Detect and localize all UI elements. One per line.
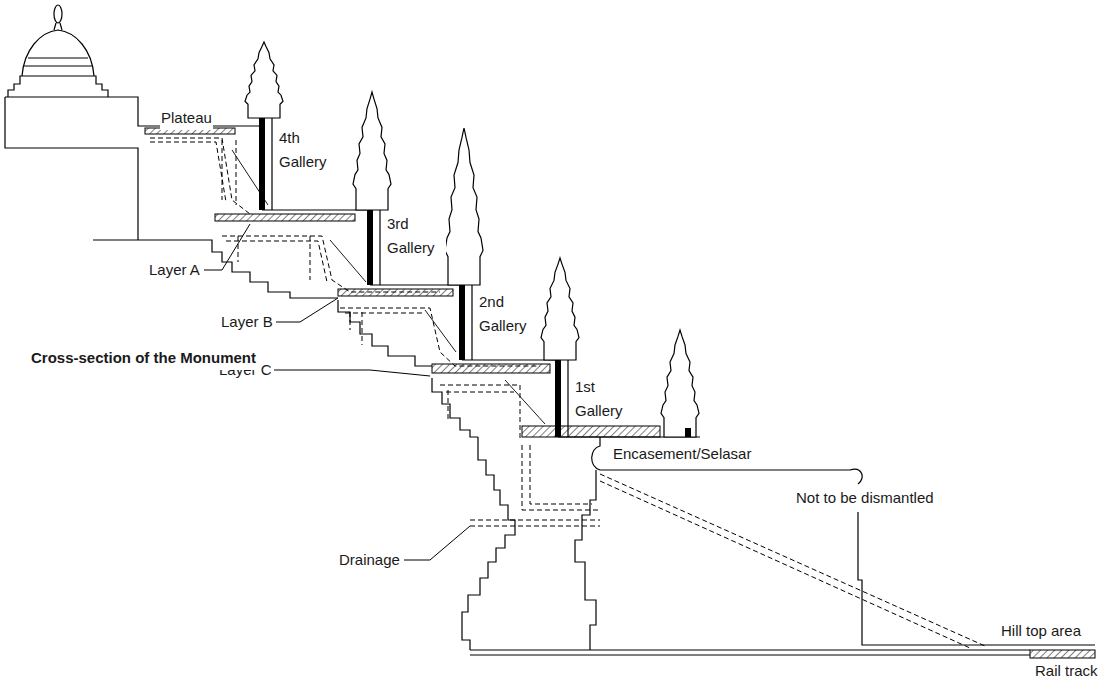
leader-line	[274, 370, 430, 376]
leader-line	[276, 298, 338, 322]
hill-top-outline	[858, 512, 1095, 645]
incline-track	[470, 650, 1030, 655]
label-slot: Not to be dismantled	[795, 486, 935, 510]
gallery-wall	[367, 210, 373, 285]
hatched-layer	[432, 364, 550, 373]
foundation-profile	[575, 470, 596, 650]
label-slot: 2nd Gallery	[478, 290, 538, 338]
plateau-floor	[5, 97, 262, 126]
label-slot: Drainage	[338, 548, 401, 572]
label-slot: Layer B	[220, 310, 274, 334]
layer-label: Layer A	[148, 258, 201, 282]
balustrade-face	[272, 118, 568, 437]
label-slot: Rail track	[1034, 659, 1099, 683]
gallery-label: 2nd Gallery	[478, 290, 538, 338]
label-slot: Plateau	[160, 106, 213, 130]
step-profile	[205, 240, 338, 298]
step-profile	[432, 378, 478, 437]
rail-slab	[1030, 650, 1095, 658]
drainage-pipe	[350, 312, 362, 345]
stupa-base	[8, 76, 108, 97]
label-slot: 4th Gallery	[278, 126, 338, 174]
encasement-outline	[592, 437, 862, 484]
area-label: Hill top area	[1000, 619, 1082, 643]
stupa-pinnacle	[54, 23, 62, 30]
stupa-spire	[541, 258, 579, 360]
step-profile	[338, 300, 432, 366]
stupa-spire	[353, 92, 391, 210]
part-label: Drainage	[338, 548, 401, 572]
hatched-layer	[338, 289, 453, 296]
drainage-pipe	[470, 445, 600, 526]
leader-line	[204, 224, 250, 270]
core-line	[93, 239, 205, 240]
gallery-label: 3rd Gallery	[386, 212, 446, 260]
drainage-pipe	[440, 385, 520, 440]
area-label: Plateau	[160, 106, 213, 130]
foundation-profile	[462, 437, 515, 650]
layer-label: Layer B	[220, 310, 274, 334]
stupa-bell	[22, 30, 94, 76]
gallery-label: 1st Gallery	[574, 375, 634, 423]
part-label: Rail track	[1034, 659, 1099, 683]
stupa-spire	[245, 42, 283, 118]
stupa-spire	[661, 330, 699, 437]
label-slot: 1st Gallery	[574, 375, 634, 423]
gallery-label: 4th Gallery	[278, 126, 338, 174]
figure-title: Cross-section of the Monument	[30, 346, 257, 370]
gallery-wall	[555, 360, 561, 437]
hatched-layer	[215, 214, 355, 221]
drainage-pipe	[222, 140, 236, 205]
label-slot: Encasement/Selasar	[612, 442, 752, 466]
core-profile	[5, 97, 138, 240]
drainage-pipe	[600, 474, 985, 648]
leader-line	[404, 526, 470, 560]
gallery-wall	[459, 285, 465, 360]
stupa-band	[24, 58, 92, 66]
gallery-wall	[685, 428, 691, 437]
drainage-pipe	[238, 236, 310, 280]
label-slot: Layer A	[148, 258, 201, 282]
hatched-layer	[522, 426, 660, 437]
gallery-wall	[259, 118, 265, 210]
label-slot: 3rd Gallery	[386, 212, 446, 260]
label-slot: Hill top area	[1000, 619, 1082, 643]
part-label: Encasement/Selasar	[612, 442, 752, 466]
note-label: Not to be dismantled	[795, 486, 935, 510]
label-slot: Cross-section of the Monument	[30, 346, 257, 370]
stupa-pinnacle	[54, 5, 62, 23]
drainage-pipe	[150, 138, 250, 214]
stupa-spire	[445, 128, 483, 285]
